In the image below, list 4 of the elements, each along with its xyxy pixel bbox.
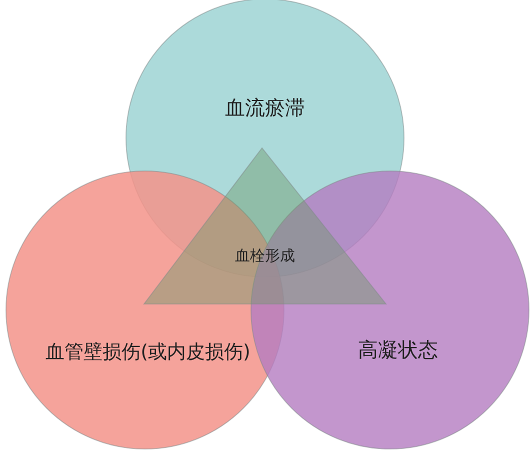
set-label: 血管壁损伤(或内皮损伤) bbox=[46, 340, 250, 365]
set-label: 高凝状态 bbox=[358, 336, 438, 364]
set-label: 血流瘀滞 bbox=[225, 94, 305, 122]
set-label: 血栓形成 bbox=[235, 246, 295, 266]
